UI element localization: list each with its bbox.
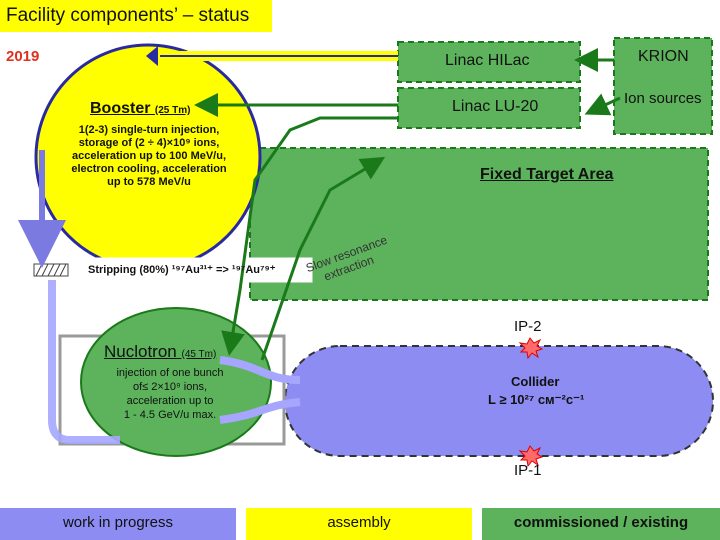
nuclotron-desc-line: acceleration up to <box>126 395 214 407</box>
stripping-label: Stripping (80%) ¹⁹⁷Au³¹⁺ => ¹⁹⁷Au⁷⁹⁺ <box>88 264 276 276</box>
linac-lu20-box <box>397 87 581 129</box>
booster-description: 1(2-3) single-turn injection, storage of… <box>60 124 238 189</box>
linac-hilac-label: Linac HILac <box>445 52 530 69</box>
nuclotron-name: Nuclotron <box>104 342 177 361</box>
booster-size: (25 Tm) <box>154 105 191 116</box>
stripping-box <box>75 257 313 283</box>
nuclotron-title: Nuclotron (45 Tm) <box>104 342 216 362</box>
year-label: 2019 <box>6 48 40 65</box>
booster-desc-line: storage of (2 ÷ 4)×10⁹ ions, <box>78 137 220 149</box>
nuclotron-desc-line: of≤ 2×10⁹ ions, <box>132 381 208 393</box>
collider-label: Collider <box>511 374 560 389</box>
linac-hilac-box <box>397 41 581 83</box>
nuclotron-desc-line: injection of one bunch <box>116 367 224 379</box>
booster-desc-line: acceleration up to 100 MeV/u, <box>71 150 227 162</box>
ip2-marker <box>518 337 544 360</box>
nuclotron-description: injection of one bunch of≤ 2×10⁹ ions, a… <box>86 366 254 422</box>
fixed-target-box <box>249 147 709 301</box>
fixed-target-label: Fixed Target Area <box>480 166 614 183</box>
booster-title: Booster (25 Tm) <box>90 100 190 118</box>
ion-sources-label: Ion sources <box>624 90 702 107</box>
booster-desc-line: up to 578 MeV/u <box>107 176 191 188</box>
krion-box <box>613 37 713 135</box>
booster-name: Booster <box>90 100 151 117</box>
krion-label: KRION <box>638 48 689 65</box>
ip1-marker <box>518 445 544 468</box>
booster-desc-line: 1(2-3) single-turn injection, <box>78 124 220 136</box>
nuclotron-size: (45 Tm) <box>181 349 217 360</box>
collider-luminosity: L ≥ 10²⁷ см⁻²с⁻¹ <box>488 392 585 407</box>
legend-commissioned: commissioned / existing <box>482 508 720 540</box>
nuclotron-desc-line: 1 - 4.5 GeV/u max. <box>123 409 217 421</box>
legend-work-in-progress: work in progress <box>0 508 236 540</box>
linac-lu20-label: Linac LU-20 <box>452 98 539 115</box>
legend-assembly: assembly <box>246 508 472 540</box>
ip2-label: IP-2 <box>514 318 542 335</box>
ip1-label: IP-1 <box>514 462 542 479</box>
page-title: Facility components’ – status <box>0 0 272 32</box>
booster-desc-line: electron cooling, acceleration <box>71 163 227 175</box>
